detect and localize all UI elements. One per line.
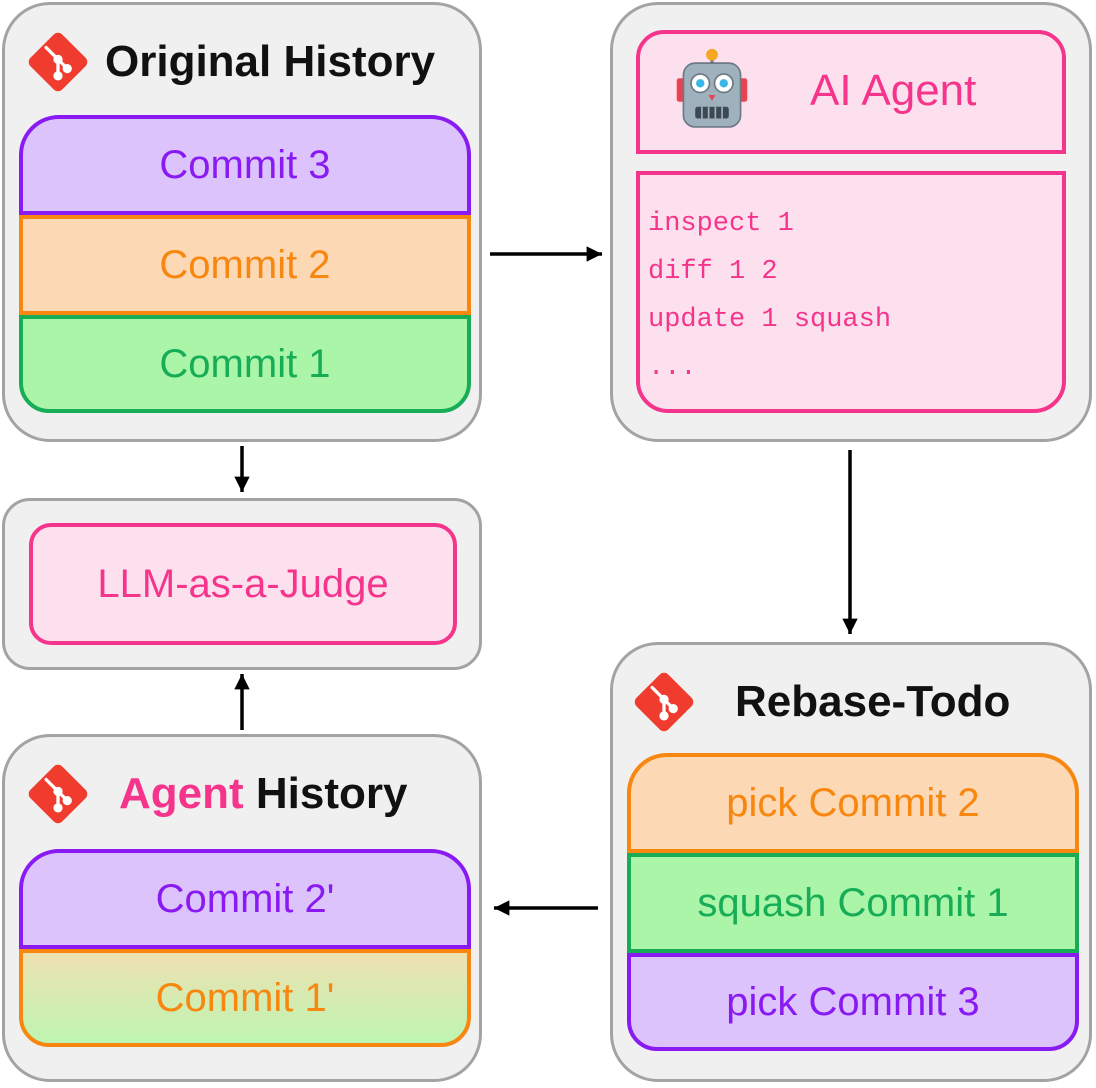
command-line: diff 1 2 xyxy=(648,257,778,287)
judge-panel: LLM-as-a-Judge xyxy=(2,498,482,670)
rebase-todo-panel: Rebase-Todo pick Commit 2 squash Commit … xyxy=(610,642,1092,1082)
ai-agent-panel: AI Agent inspect 1 diff 1 2 update 1 squ… xyxy=(610,2,1092,442)
original-history-stack: Commit 3 Commit 2 Commit 1 xyxy=(19,115,471,415)
git-logo-icon xyxy=(28,764,88,824)
commit-row: Commit 1 xyxy=(19,315,471,413)
git-logo-icon xyxy=(634,672,694,732)
commit-row: Commit 3 xyxy=(19,115,471,215)
robot-icon xyxy=(676,48,748,128)
agent-history-title-highlight: Agent xyxy=(119,769,244,818)
command-line: ... xyxy=(648,353,697,383)
agent-history-title-rest: History xyxy=(255,769,408,818)
original-history-title-text: Original History xyxy=(105,37,436,86)
ai-agent-commands-box: inspect 1 diff 1 2 update 1 squash ... xyxy=(636,171,1066,413)
git-logo-icon xyxy=(28,32,88,92)
todo-item: pick Commit 3 xyxy=(627,953,1079,1051)
original-history-title: Original History xyxy=(25,29,435,95)
rebase-todo-title-text: Rebase-Todo xyxy=(735,677,1011,726)
agent-history-panel: Agent History Commit 2' Commit 1' xyxy=(2,734,482,1082)
command-line: update 1 squash xyxy=(648,305,892,335)
todo-item: squash Commit 1 xyxy=(627,853,1079,953)
command-line: inspect 1 xyxy=(648,209,794,239)
ai-agent-title: AI Agent xyxy=(810,66,977,115)
agent-history-title-text: Agent History xyxy=(119,769,407,819)
original-history-panel: Original History Commit 3 Commit 2 Commi… xyxy=(2,2,482,442)
judge-box: LLM-as-a-Judge xyxy=(29,523,457,645)
rebase-todo-stack: pick Commit 2 squash Commit 1 pick Commi… xyxy=(627,753,1079,1053)
ai-agent-header: AI Agent xyxy=(636,30,1066,154)
commit-row: Commit 1' xyxy=(19,949,471,1047)
agent-history-stack: Commit 2' Commit 1' xyxy=(19,849,471,1049)
commit-row: Commit 2' xyxy=(19,849,471,949)
judge-label: LLM-as-a-Judge xyxy=(97,561,389,606)
todo-item: pick Commit 2 xyxy=(627,753,1079,853)
commit-row: Commit 2 xyxy=(19,215,471,315)
agent-history-title: Agent History xyxy=(25,761,407,827)
rebase-todo-title: Rebase-Todo xyxy=(631,669,1010,735)
